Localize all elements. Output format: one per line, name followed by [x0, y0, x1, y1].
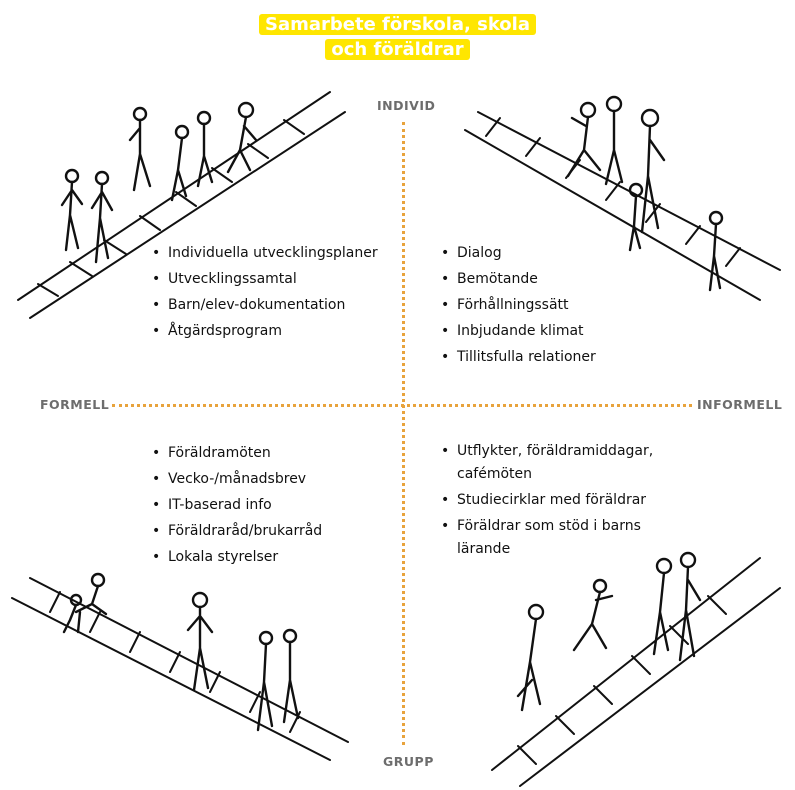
list-item: Åtgärdsprogram [152, 318, 378, 344]
list-item: Föräldramöten [152, 440, 322, 466]
list-item: Utvecklingssamtal [152, 266, 378, 292]
figures-bottom-left [62, 572, 300, 732]
figures-top-left [60, 101, 258, 264]
list-item: Utflykter, föräldramiddagar, cafémöten [441, 440, 687, 486]
list-item: Förhållningssätt [441, 292, 596, 318]
title-line-1: Samarbete förskola, skola [258, 14, 536, 35]
horizontal-axis [112, 404, 692, 407]
crossing-sketch-bottom-left [11, 577, 349, 761]
list-item: Föräldraråd/brukarråd [152, 518, 322, 544]
axis-label-informell: INFORMELL [697, 397, 783, 412]
list-item: Bemötande [441, 266, 596, 292]
vertical-axis [402, 122, 405, 745]
axis-label-formell: FORMELL [40, 397, 110, 412]
list-item: Individuella utvecklingsplaner [152, 240, 378, 266]
figures-top-right [566, 95, 724, 292]
list-item: Tillitsfulla relationer [441, 344, 596, 370]
diagram-title: Samarbete förskola, skola och föräldrar [0, 12, 795, 62]
list-item: Barn/elev-dokumentation [152, 292, 378, 318]
quadrant-individ-formell: Individuella utvecklingsplaner Utvecklin… [152, 240, 378, 344]
list-item: Inbjudande klimat [441, 318, 596, 344]
quadrant-grupp-formell: Föräldramöten Vecko-/månadsbrev IT-baser… [152, 440, 322, 570]
figures-bottom-right [516, 551, 702, 712]
list-item: IT-baserad info [152, 492, 322, 518]
title-line-2: och föräldrar [325, 39, 470, 60]
list-item: Dialog [441, 240, 596, 266]
list-item: Vecko-/månadsbrev [152, 466, 322, 492]
axis-label-individ: INDIVID [377, 98, 436, 113]
list-item: Lokala styrelser [152, 544, 322, 570]
axis-label-grupp: GRUPP [383, 754, 434, 769]
list-item: Studiecirklar med föräldrar [441, 489, 687, 512]
crossing-sketch-bottom-right [491, 557, 781, 787]
quadrant-grupp-informell: Utflykter, föräldramiddagar, cafémöten S… [441, 440, 687, 564]
list-item: Föräldrar som stöd i barns lärande [441, 515, 647, 561]
quadrant-individ-informell: Dialog Bemötande Förhållningssätt Inbjud… [441, 240, 596, 370]
